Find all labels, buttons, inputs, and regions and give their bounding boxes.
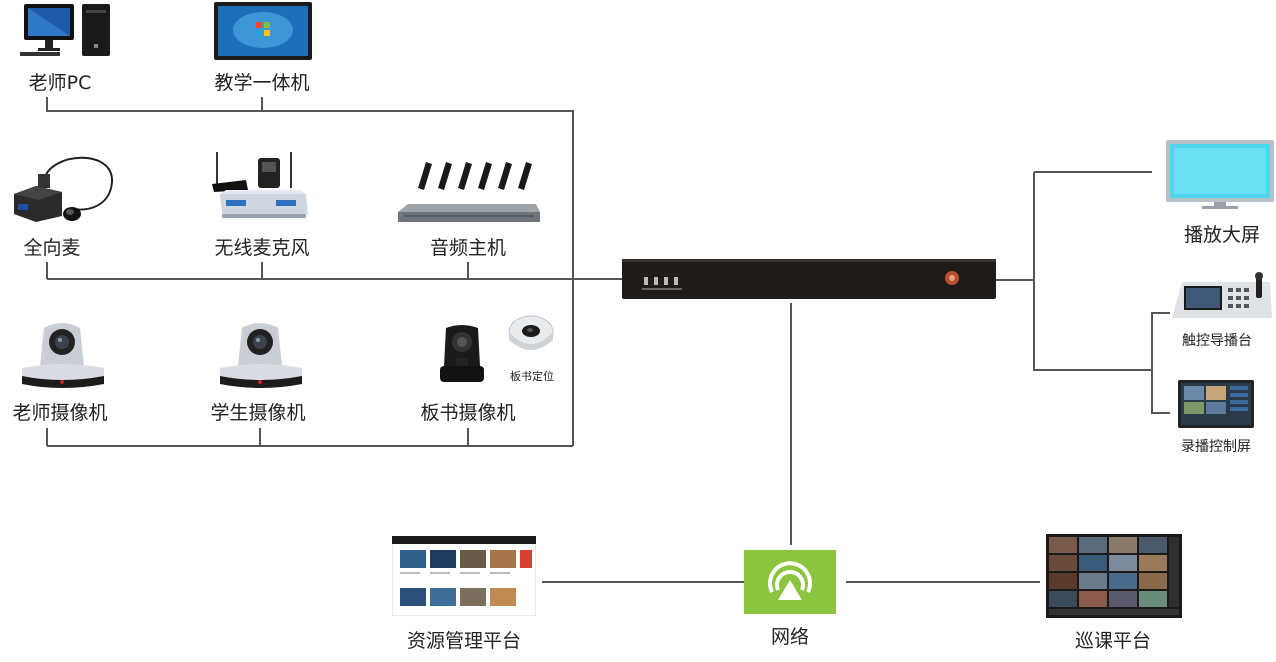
audio-host-label: 音频主机: [429, 237, 507, 259]
network-label: 网络: [770, 626, 810, 648]
display-screen-icon: [1166, 140, 1274, 209]
wireless-mic-label: 无线麦克风: [214, 237, 310, 259]
wire-output-bus: [1033, 172, 1170, 414]
touch-director-icon: [1172, 272, 1272, 318]
touch-director-label: 触控导播台: [1182, 333, 1252, 349]
recording-host-device: [622, 259, 996, 299]
teacher-pc-label: 老师PC: [28, 72, 92, 94]
teacher-pc-icon: [20, 4, 110, 56]
board-camera-label: 板书摄像机: [420, 402, 516, 424]
board-positioning-label: 板书定位: [510, 370, 554, 383]
teacher-camera-icon: [22, 323, 104, 388]
wifi-arrow-icon: [744, 550, 836, 614]
display-screen-label: 播放大屏: [1183, 224, 1261, 246]
student-camera-label: 学生摄像机: [210, 402, 306, 424]
patrol-platform-icon: [1046, 534, 1182, 618]
record-control-screen-icon: [1178, 380, 1254, 428]
teaching-aio-label: 教学一体机: [214, 72, 310, 94]
wireless-mic-icon: [212, 152, 308, 218]
student-camera-icon: [220, 323, 302, 388]
board-positioning-icon: [508, 315, 554, 350]
resource-platform-icon: [392, 536, 536, 616]
board-camera-icon: [440, 325, 484, 382]
omni-mic-icon: [14, 156, 114, 222]
teaching-aio-icon: [214, 2, 312, 60]
teacher-camera-label: 老师摄像机: [12, 402, 108, 424]
patrol-platform-label: 巡课平台: [1074, 630, 1152, 652]
wire-top-group: [46, 97, 574, 446]
audio-host-icon: [398, 162, 540, 222]
record-control-screen-label: 录播控制屏: [1181, 439, 1251, 455]
omni-mic-label: 全向麦: [23, 237, 81, 259]
resource-platform-label: 资源管理平台: [406, 630, 522, 652]
